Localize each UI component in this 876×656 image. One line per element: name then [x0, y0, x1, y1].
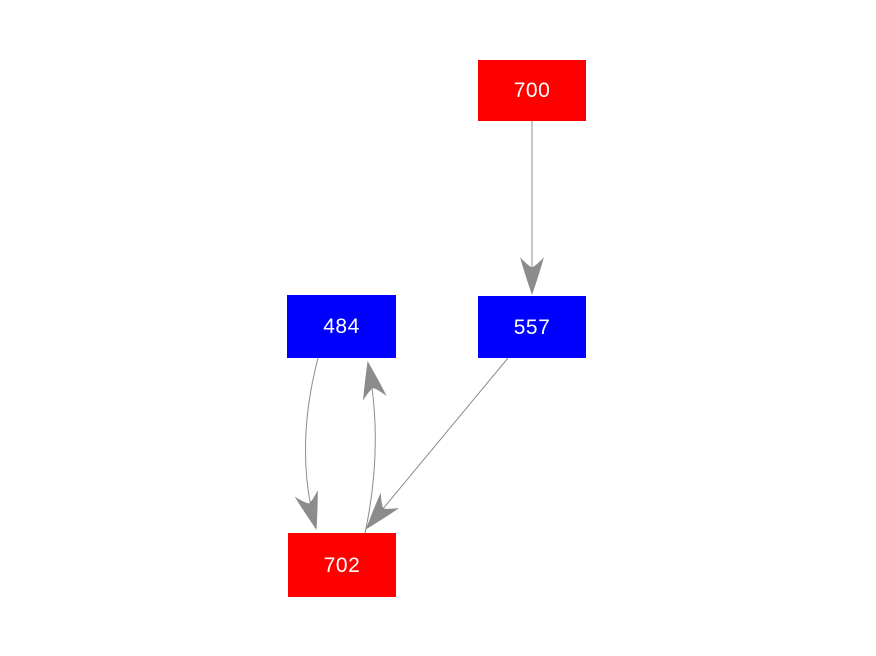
node-702: 702: [288, 533, 396, 597]
edge-557-to-702: [365, 357, 509, 530]
edges-group: [294, 121, 544, 534]
node-label: 484: [323, 315, 360, 338]
node-label: 557: [513, 315, 551, 339]
node-700: 700: [478, 60, 586, 121]
node-484: 484: [287, 295, 396, 358]
edge-484-to-702: [294, 357, 319, 530]
node-557: 557: [478, 296, 586, 358]
node-label: 700: [513, 79, 551, 102]
node-label: 702: [323, 553, 361, 577]
